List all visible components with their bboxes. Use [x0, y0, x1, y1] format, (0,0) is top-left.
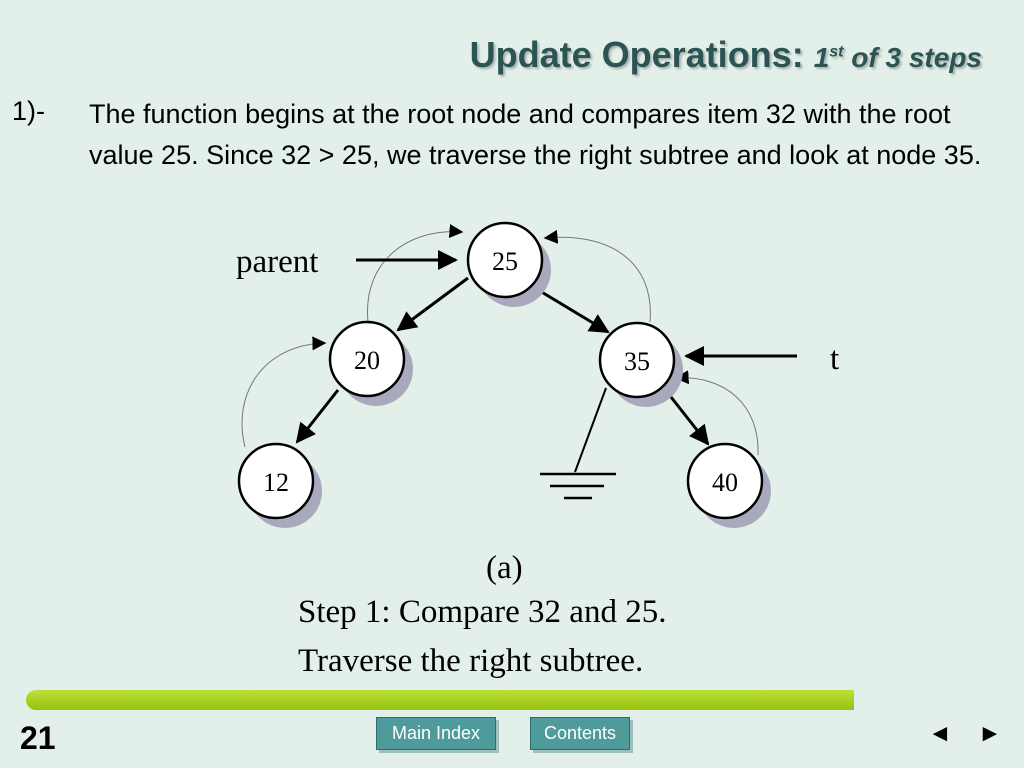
node-35-value: 35 — [624, 347, 650, 376]
slide-title: Update Operations: 1st of 3 steps — [470, 34, 982, 76]
caption-line-1: Step 1: Compare 32 and 25. — [298, 594, 667, 630]
title-step: 1st of 3 steps — [814, 42, 982, 73]
footer-bar — [26, 690, 854, 710]
prev-slide-icon[interactable]: ◄ — [928, 720, 952, 747]
node-25: 25 — [466, 221, 551, 307]
edge-20-12 — [295, 389, 340, 444]
edge-25-35 — [534, 286, 610, 334]
null-ground-icon — [540, 472, 616, 500]
parent-arc-12 — [241, 336, 327, 448]
caption-line-2: Traverse the right subtree. — [298, 643, 644, 679]
title-step-rest: of 3 steps — [851, 42, 982, 73]
node-25-value: 25 — [492, 247, 518, 276]
parent-arc-35 — [543, 229, 651, 323]
contents-button[interactable]: Contents — [530, 717, 630, 750]
title-step-num: 1 — [813, 42, 830, 73]
title-step-sup: st — [829, 43, 844, 61]
parent-arc-40 — [674, 370, 759, 456]
edge-35-null — [574, 387, 607, 473]
paragraph-text: The function begins at the root node and… — [89, 99, 982, 170]
node-40-value: 40 — [712, 468, 738, 497]
page-number: 21 — [20, 720, 56, 756]
node-20-value: 20 — [354, 346, 380, 375]
node-20: 20 — [328, 320, 413, 406]
main-index-button[interactable]: Main Index — [376, 717, 496, 750]
node-12: 12 — [237, 442, 322, 528]
paragraph-number: 1)- — [12, 96, 45, 126]
edge-25-20 — [396, 276, 469, 332]
edge-35-40 — [665, 391, 710, 446]
title-main: Update Operations: — [469, 34, 804, 75]
diagram-label: (a) — [486, 550, 523, 586]
parent-label: parent — [236, 244, 318, 280]
node-12-value: 12 — [263, 468, 289, 497]
next-slide-icon[interactable]: ► — [978, 720, 1002, 747]
node-40: 40 — [686, 442, 771, 528]
node-35: 35 — [598, 321, 683, 407]
parent-arc-20 — [367, 224, 464, 323]
t-label: t — [830, 341, 839, 377]
